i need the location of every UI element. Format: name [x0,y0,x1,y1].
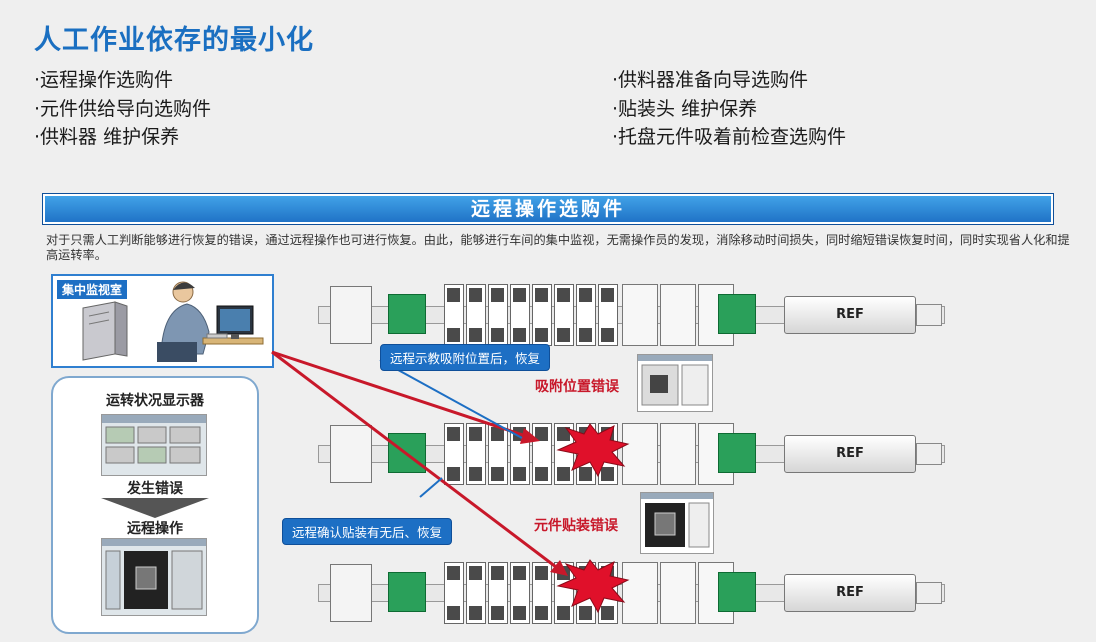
callout-remote-teach: 远程示教吸附位置后，恢复 [380,344,551,371]
reflow-oven: REF [784,296,916,334]
production-line-1: REF [318,284,945,346]
production-line-2: REF [318,423,945,485]
conveyor-unit [388,433,426,473]
control-room-label: 集中监视室 [57,280,128,299]
status-screen-image [101,414,207,476]
feature-item: ·托盘元件吸着前检查选购件 [612,126,847,148]
monitor-panel-title: 运转状况显示器 [106,393,204,409]
mount-error-screen [640,492,714,554]
reflow-oven: REF [784,435,916,473]
remote-screen-image [101,538,207,616]
feature-item: ·运程操作选购件 [34,69,174,91]
conveyor-unit [718,433,756,473]
conveyor-unit [718,294,756,334]
loader-unit [330,564,372,622]
conveyor-unit [718,572,756,612]
operation-status-monitor-panel: 运转状况显示器 发生错误 远程操作 [51,376,259,634]
control-room-panel: 集中监视室 [51,274,274,368]
control-room-illustration [82,281,264,362]
feature-list-left: ·运程操作选购件 ·元件供给导向选购件 ·供料器 维护保养 [34,66,211,152]
pickup-error-screen [637,354,713,412]
conveyor-unit [388,572,426,612]
loader-unit [330,425,372,483]
feature-item: ·贴装头 维护保养 [612,97,758,120]
feature-item: ·供料器准备向导选购件 [612,69,809,91]
remote-operation-label: 远程操作 [127,521,183,537]
section-description: 对于只需人工判断能够进行恢复的错误，通过远程操作也可进行恢复。由此，能够进行车间… [46,233,1070,262]
feature-item: ·元件供给导向选购件 [34,97,212,120]
callout-remote-confirm: 远程确认贴装有无后、恢复 [282,518,453,545]
feature-item: ·供料器 维护保养 [34,126,180,148]
error-occurred-label: 发生错误 [127,481,183,497]
reflow-oven: REF [784,574,916,612]
page-title: 人工作业依存的最小化 [34,25,314,56]
mount-error-label: 元件贴装错误 [534,518,618,534]
section-banner: 远程操作选购件 [42,193,1054,225]
down-arrow-icon [101,498,209,518]
feature-list-right: ·供料器准备向导选购件 ·贴装头 维护保养 ·托盘元件吸着前检查选购件 [612,66,846,152]
loader-unit [330,286,372,344]
production-line-3: REF [318,562,945,624]
conveyor-unit [388,294,426,334]
pickup-position-error-label: 吸附位置错误 [535,379,619,395]
